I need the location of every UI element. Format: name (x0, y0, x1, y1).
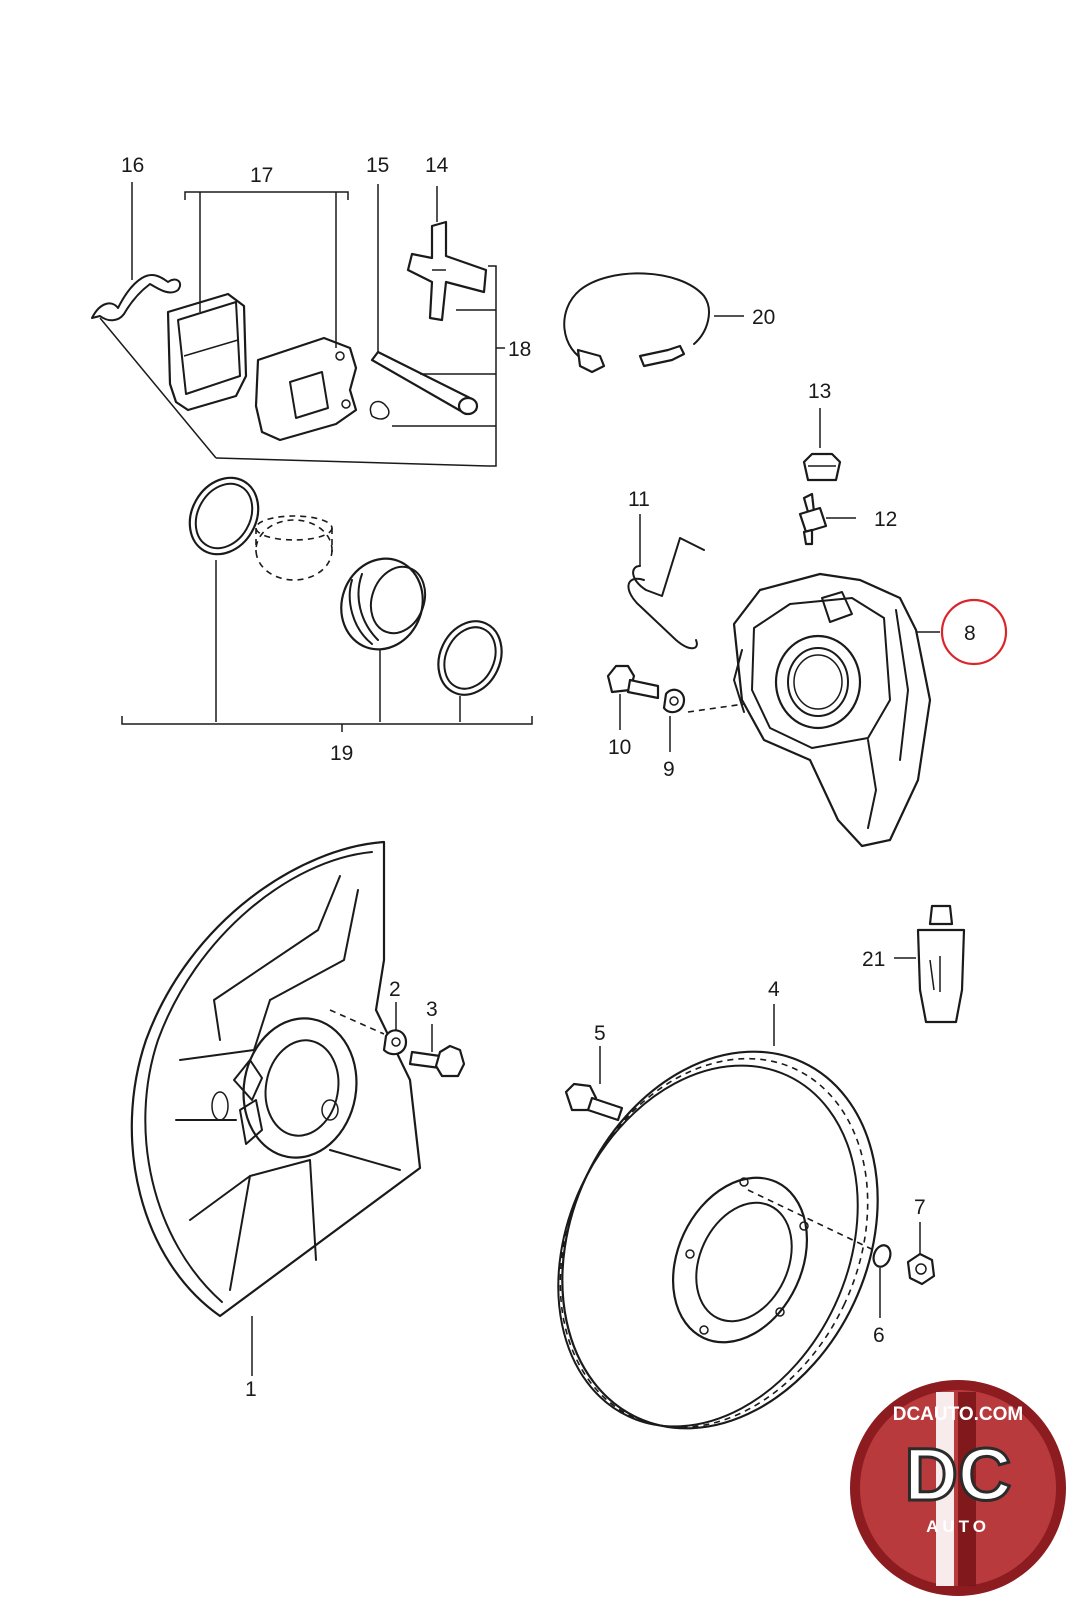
part-16-spring-clip (91, 182, 182, 322)
label-part-14: 14 (425, 154, 449, 177)
part-12-bleeder-screw (798, 492, 856, 546)
label-part-5: 5 (594, 1022, 606, 1045)
part-5-bolt (564, 1046, 624, 1122)
part-2-washer (382, 1002, 408, 1056)
label-part-4: 4 (768, 978, 780, 1001)
part-14-anti-rattle-spring (406, 186, 488, 322)
label-part-8: 8 (964, 622, 976, 645)
label-part-18: 18 (508, 338, 531, 361)
part-15-retaining-pin (370, 184, 479, 416)
label-part-3: 3 (426, 998, 438, 1021)
part-6-washer (872, 1244, 892, 1318)
label-part-7: 7 (914, 1196, 926, 1219)
part-4-brake-rotor (557, 1004, 883, 1430)
part-19-seal-kit (121, 476, 533, 732)
dcauto-logo: DCAUTO.COM DC AUTO (850, 1380, 1066, 1596)
part-9-washer (662, 688, 686, 752)
logo-sub-text: AUTO (926, 1517, 990, 1536)
label-part-10: 10 (608, 736, 631, 759)
part-11-retaining-wire (627, 514, 705, 650)
label-part-20: 20 (752, 306, 775, 329)
part-18-bracket-lines (99, 265, 505, 467)
part-10-caliper-bolt (606, 664, 660, 730)
part-21-grease-tube (894, 904, 966, 1024)
label-part-6: 6 (873, 1324, 885, 1347)
label-part-13: 13 (808, 380, 831, 403)
part-1-splash-shield (130, 840, 422, 1376)
part-17-brake-pads (166, 191, 358, 442)
part-20-wear-sensor (563, 272, 744, 374)
label-part-21: 21 (862, 948, 885, 971)
label-part-12: 12 (874, 508, 897, 531)
label-part-1: 1 (245, 1378, 257, 1401)
part-3-bolt (408, 1024, 466, 1078)
label-part-19: 19 (330, 742, 353, 765)
logo-main-text: DC (905, 1433, 1012, 1516)
part-8-caliper (687, 572, 940, 848)
label-part-2: 2 (389, 978, 401, 1001)
label-part-15: 15 (366, 154, 389, 177)
logo-top-text: DCAUTO.COM (893, 1404, 1024, 1425)
label-part-11: 11 (628, 488, 650, 511)
part-7-nut (906, 1222, 936, 1286)
highlight-circle-part-8 (940, 598, 1008, 666)
part-13-bleeder-cap (802, 408, 842, 482)
label-part-17: 17 (250, 164, 273, 187)
label-part-9: 9 (663, 758, 675, 781)
label-part-16: 16 (121, 154, 144, 177)
